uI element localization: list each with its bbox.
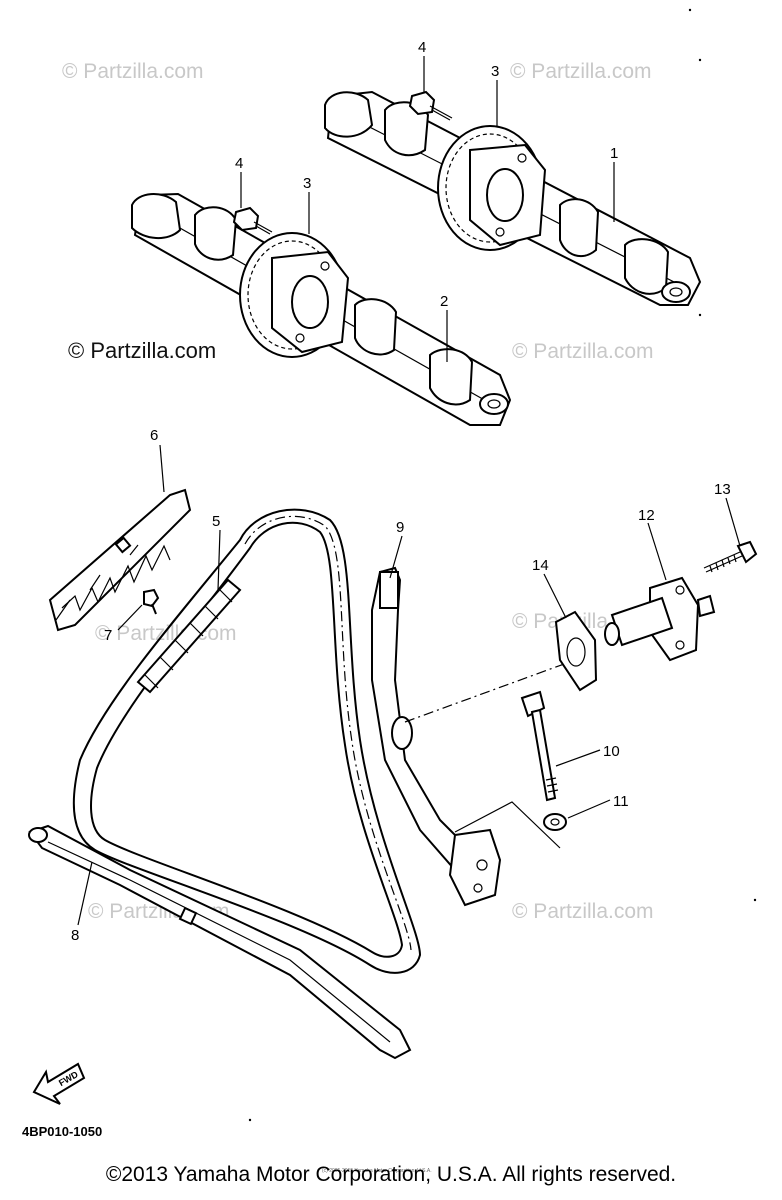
guide-pivot-bolt: [520, 690, 559, 802]
watermark: © Partzilla.com: [512, 340, 654, 363]
leader-lines: [77, 56, 741, 926]
tensioner-bolt: [703, 540, 758, 573]
chain-guide-lower: [28, 824, 412, 1060]
watermark: © Partzilla.com: [95, 622, 237, 645]
watermark: © Partzilla.com: [68, 338, 216, 363]
callout-2: 2: [440, 293, 448, 310]
gasket: [554, 610, 598, 692]
callout-7: 7: [104, 627, 112, 644]
callout-4: 4: [418, 39, 426, 56]
cam-chain: [72, 508, 422, 974]
chain-tensioner: [604, 576, 716, 662]
callout-6: 6: [150, 427, 158, 444]
cam-bolt: [408, 90, 453, 121]
callout-14: 14: [532, 557, 549, 574]
watermark: © Partzilla.com: [510, 60, 652, 83]
callout-5: 5: [212, 513, 220, 530]
callout-11: 11: [613, 793, 629, 810]
cam-bolt: [232, 206, 273, 235]
diagram-code: 4BP010-1050: [22, 1124, 102, 1139]
tiny-copyright: (c) 2005-2015 Yamaha Motor Corporation, …: [322, 1168, 432, 1174]
washer: [543, 813, 567, 831]
fwd-arrow-icon: FWD: [32, 1062, 86, 1105]
callout-12: 12: [638, 507, 655, 524]
callout-13: 13: [714, 481, 731, 498]
callout-8: 8: [71, 927, 79, 944]
callout-4: 4: [235, 155, 243, 172]
callout-9: 9: [396, 519, 404, 536]
copyright-footer: ©2013 Yamaha Motor Corporation, U.S.A. A…: [105, 1163, 677, 1186]
callout-3: 3: [303, 175, 311, 192]
assembly-line: [454, 801, 561, 849]
watermark: © Partzilla.com: [62, 60, 204, 83]
watermark: © Partzilla.com: [512, 900, 654, 923]
camshaft-intake: [131, 192, 512, 426]
callout-10: 10: [603, 743, 620, 760]
chain-guide-upper: [48, 488, 192, 632]
callout-3: 3: [491, 63, 499, 80]
chain-tensioner-guide: [371, 566, 502, 907]
camshaft-exhaust: [324, 90, 702, 306]
callout-1: 1: [610, 145, 618, 162]
guide-bolt: [143, 588, 160, 615]
